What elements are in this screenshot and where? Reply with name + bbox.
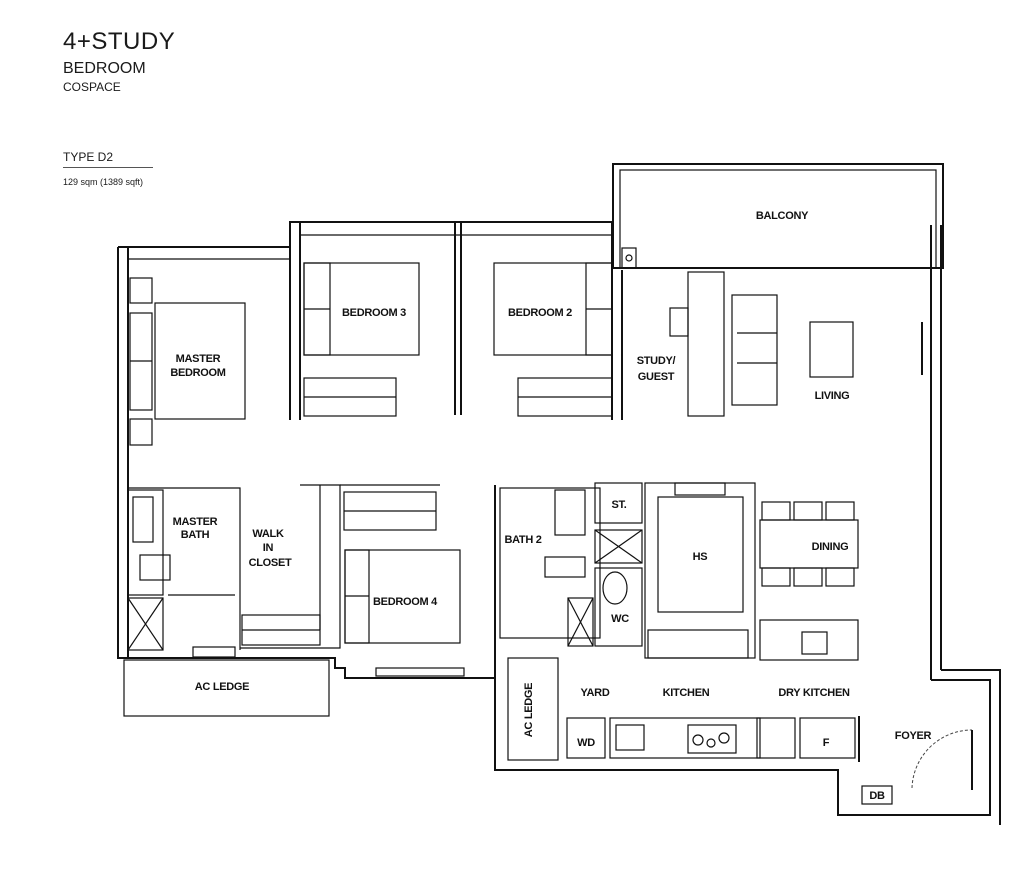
label-walk-in-3: CLOSET — [249, 557, 292, 569]
label-yard: YARD — [581, 687, 610, 699]
unit-title: 4+STUDY — [63, 28, 176, 55]
label-master-bath-2: BATH — [181, 529, 210, 541]
type-underline — [63, 167, 153, 168]
label-kitchen: KITCHEN — [663, 687, 710, 699]
label-balcony: BALCONY — [756, 210, 809, 222]
label-bedroom-4: BEDROOM 4 — [373, 596, 438, 608]
label-bedroom-3: BEDROOM 3 — [342, 307, 406, 319]
foyer-door — [861, 729, 973, 805]
study-living — [669, 271, 923, 417]
label-living: LIVING — [815, 390, 850, 402]
label-bedroom-2: BEDROOM 2 — [508, 307, 572, 319]
label-fridge: F — [823, 737, 830, 749]
label-foyer: FOYER — [895, 730, 932, 742]
unit-type: TYPE D2 — [63, 150, 114, 164]
label-study-2: GUEST — [638, 371, 675, 383]
label-db: DB — [869, 790, 885, 802]
bedroom-2 — [493, 262, 613, 417]
label-master-bedroom-1: MASTER — [176, 353, 221, 365]
label-study-1: STUDY/ — [637, 355, 676, 367]
label-master-bath-1: MASTER — [173, 516, 218, 528]
unit-subtitle: BEDROOM — [63, 60, 146, 77]
bedroom-4 — [340, 484, 465, 677]
outer-walls — [117, 221, 1001, 825]
label-store: ST. — [612, 499, 627, 511]
bedroom-3 — [303, 262, 420, 417]
label-ac-ledge-left: AC LEDGE — [195, 681, 249, 693]
label-ac-ledge-right: AC LEDGE — [523, 683, 535, 737]
label-wc: WC — [611, 613, 629, 625]
brand-name: COSPACE — [63, 80, 121, 94]
service-block — [499, 482, 756, 659]
unit-area: 129 sqm (1389 sqft) — [63, 177, 144, 187]
dining-table — [759, 501, 859, 661]
label-walk-in-1: WALK — [252, 528, 284, 540]
label-master-bedroom-2: BEDROOM — [170, 367, 225, 379]
kitchen-counter — [507, 657, 860, 762]
label-dining: DINING — [812, 541, 849, 553]
walk-in-closet — [240, 484, 341, 649]
master-bedroom — [129, 277, 246, 446]
label-bath-2: BATH 2 — [504, 534, 541, 546]
label-wd: WD — [577, 737, 595, 749]
label-dry-kitchen: DRY KITCHEN — [778, 687, 850, 699]
label-walk-in-2: IN — [263, 542, 274, 554]
label-hs: HS — [693, 551, 708, 563]
master-bath — [127, 487, 241, 658]
ac-ledge-left — [123, 659, 330, 717]
